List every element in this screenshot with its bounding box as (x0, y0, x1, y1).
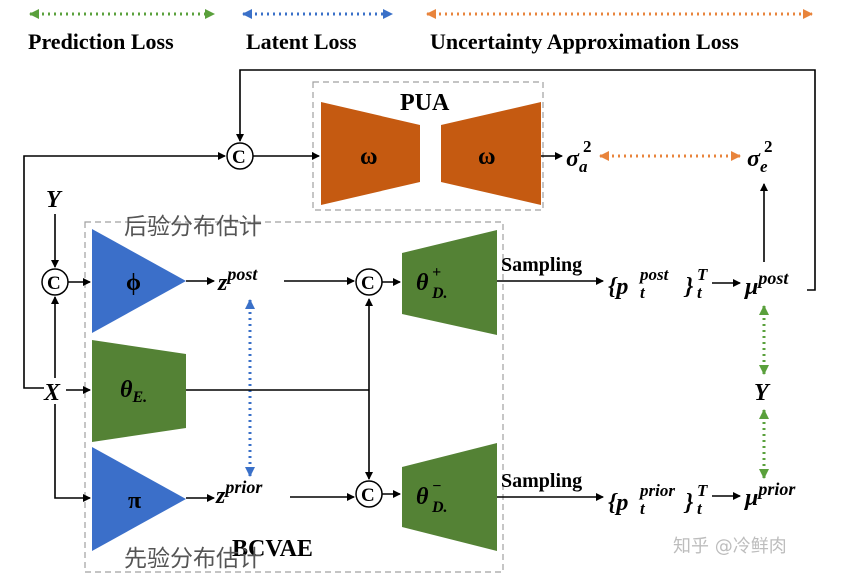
input-x-label: X (43, 380, 61, 406)
theta-d-post-block (402, 230, 497, 335)
svg-text:2: 2 (764, 137, 773, 156)
samples-prior-set: {p prior t } T t (608, 481, 708, 518)
samples-post-set: {p post t } T t (608, 265, 708, 302)
z-post-label: zpost (217, 264, 258, 296)
target-y-label: Y (754, 380, 771, 406)
annotation-posterior: 后验分布估计 (124, 214, 262, 240)
svg-text:−: − (432, 478, 442, 495)
svg-text:}: } (683, 274, 694, 300)
sigma-epistemic: σe 2 (747, 137, 773, 176)
svg-text:2: 2 (583, 137, 592, 156)
svg-text:t: t (640, 499, 646, 518)
svg-text:t: t (697, 283, 703, 302)
svg-text:D.: D. (431, 285, 448, 302)
svg-text:θ: θ (416, 270, 429, 296)
pua-box (312, 81, 544, 211)
mu-prior-label: μprior (743, 479, 796, 511)
svg-text:prior: prior (638, 481, 675, 500)
svg-text:{p: {p (608, 274, 628, 300)
svg-text:+: + (432, 264, 441, 281)
pua-encoder-label: ω (360, 144, 378, 170)
annotation-prior: 先验分布估计 (124, 546, 262, 572)
bcvae-box (84, 221, 504, 573)
legend: Prediction Loss Latent Loss Uncertainty … (28, 9, 813, 54)
svg-text:θ: θ (416, 484, 429, 510)
svg-text:{p: {p (608, 490, 628, 516)
svg-text:D.: D. (431, 499, 448, 516)
sampling-prior-label: Sampling (501, 470, 582, 492)
svg-text:σe: σe (747, 146, 768, 176)
pi-encoder-block (92, 447, 186, 551)
mu-post-label: μpost (743, 268, 789, 300)
bcvae-title: BCVAE (232, 536, 313, 562)
theta-d-prior-label: θ − D. (416, 478, 448, 516)
phi-encoder-block (92, 229, 186, 333)
prediction-loss-label: Prediction Loss (28, 29, 174, 54)
svg-text:C: C (232, 147, 246, 168)
svg-text:C: C (361, 273, 375, 294)
svg-text:C: C (47, 273, 61, 294)
svg-text:t: t (697, 499, 703, 518)
pua-decoder-label: ω (478, 144, 496, 170)
svg-text:T: T (697, 481, 708, 500)
svg-text:T: T (697, 265, 708, 284)
svg-text:σa: σa (566, 146, 588, 176)
svg-text:t: t (640, 283, 646, 302)
latent-loss-label: Latent Loss (246, 29, 357, 54)
theta-e-block (92, 340, 186, 442)
connections (23, 69, 816, 502)
watermark: 知乎 @冷鲜肉 (673, 536, 787, 557)
pua-decoder-block (441, 102, 541, 205)
phi-label: ϕ (126, 270, 141, 296)
theta-d-post-label: θ + D. (416, 264, 448, 302)
sampling-post-label: Sampling (501, 254, 582, 276)
pi-label: π (128, 488, 141, 514)
concat-node-pua: C (226, 142, 254, 170)
concat-node-prior: C (355, 480, 383, 508)
concat-node-input: C (41, 268, 69, 296)
sigma-aleatoric: σa 2 (566, 137, 592, 176)
svg-text:post: post (638, 265, 670, 284)
pua-encoder-block (321, 102, 420, 205)
theta-d-prior-block (402, 443, 497, 551)
z-prior-label: zprior (215, 477, 263, 509)
svg-text:C: C (361, 485, 375, 506)
uncertainty-loss-label: Uncertainty Approximation Loss (430, 29, 739, 54)
svg-text:}: } (683, 490, 694, 516)
pua-title: PUA (400, 90, 450, 116)
input-y-label: Y (46, 187, 63, 213)
theta-e-label: θE. (120, 377, 147, 406)
concat-node-post: C (355, 268, 383, 296)
